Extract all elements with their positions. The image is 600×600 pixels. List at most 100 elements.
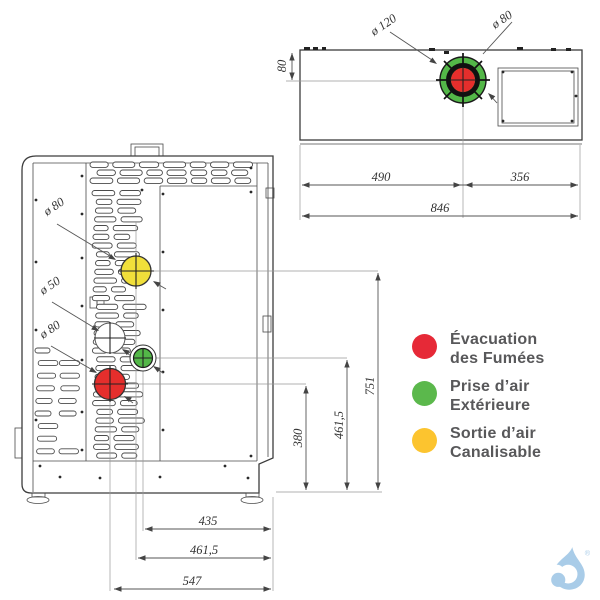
vent-slot [37,360,59,367]
vent-slot [89,177,114,184]
vent-slot [91,295,111,302]
vent-slot [189,161,207,168]
arrowhead [124,396,132,403]
arrowhead [429,57,437,64]
screw-dot [161,428,165,432]
arrowhead [153,281,161,288]
vent-slot [34,410,52,417]
screw-dot [80,410,84,414]
screw-dot [249,190,253,194]
vent-slot [119,169,143,176]
vent-slot [162,161,187,168]
dimension-arrowheads [89,53,578,592]
arrowhead [453,182,461,188]
screw-dot [34,328,38,332]
vent-slot [95,198,113,205]
vent-slot [166,169,187,176]
vent-slot [93,435,110,442]
arrowhead [122,349,130,356]
screw-dot [161,308,165,312]
legend-label-line: Canalisable [450,444,542,461]
feet [26,492,264,504]
vent-slot [89,161,109,168]
screw-dot [80,448,84,452]
vent-slot [59,372,80,379]
vent-slot [94,426,118,433]
vent-slot [58,397,77,404]
arrowhead [289,53,295,61]
screw-dot [80,256,84,260]
vent-slot [116,242,137,249]
vent-slot [113,435,135,442]
vent-slot [37,423,59,430]
vent-slot [58,360,80,367]
screw-dot [80,304,84,308]
rivet-mark [322,47,326,50]
hopper-opening [497,67,579,127]
vent-slot [121,452,138,459]
arrowhead [303,482,309,490]
vent-slot [92,400,116,407]
legend-label-line: Extérieure [450,397,531,414]
diam-80-top-label: ø 80 [488,7,515,32]
screw-dot [34,198,38,202]
legend-label-line: Évacuation [450,331,538,348]
vent-slot [94,207,114,214]
vent-slot [120,216,143,223]
arrowhead [89,366,97,373]
screw-dot [34,418,38,422]
legend-label-line: Prise d’air [450,378,530,395]
dim-80-label: 80 [275,59,289,72]
vent-slot [117,417,145,424]
screw-dot [98,476,102,480]
top-view-body [299,49,583,141]
screw-dot [80,358,84,362]
legend-label-line: Sortie d’air [450,425,536,442]
vent-slot [143,177,164,184]
dim-461-5-h-label: 461,5 [190,543,218,557]
vent-slot [112,161,136,168]
rivet-mark [429,48,435,51]
rivet-mark [304,47,310,50]
screw-dot [249,166,253,170]
rivet-mark [517,47,523,50]
screw-dot [223,464,227,468]
vent-slot [210,177,231,184]
rivet-mark [313,47,318,50]
registered-trademark: ® [585,548,591,557]
screw-dot [38,464,42,468]
legend-label-line: des Fumées [450,350,545,367]
rivet-mark [444,51,449,54]
screw-dot [161,250,165,254]
vent-slot [93,225,109,232]
vent-slot [36,385,55,392]
legend: Évacuation des Fumées Prise d’air Extéri… [412,330,587,471]
dim-490-label: 490 [372,170,392,184]
vent-slot [96,169,116,176]
legend-item-sortie-air: Sortie d’air Canalisable [412,424,587,462]
screw-dot [574,94,578,98]
rivet-mark [551,48,556,51]
vent-slot [117,408,139,415]
vent-slot [34,347,51,354]
vent-slot [96,408,114,415]
arrowhead [302,182,310,188]
vent-slot [210,161,230,168]
vent-slot [190,169,208,176]
legend-item-prise-air: Prise d’air Extérieure [412,377,587,415]
vent-slot [36,372,57,379]
dim-356-label: 356 [510,170,531,184]
vent-slot [117,207,137,214]
vent-slot [190,177,208,184]
vent-slot [231,169,249,176]
vent-slot [138,161,160,168]
legend-dot-prise-air [412,381,437,406]
vent-slot [119,190,141,197]
legend-dot-sortie-air [412,428,437,453]
rivet-mark [566,48,571,51]
screw-dot [570,119,574,123]
vent-slot [166,177,188,184]
screw-dot [80,174,84,178]
vent-slot [93,277,118,284]
vent-slot [116,177,141,184]
